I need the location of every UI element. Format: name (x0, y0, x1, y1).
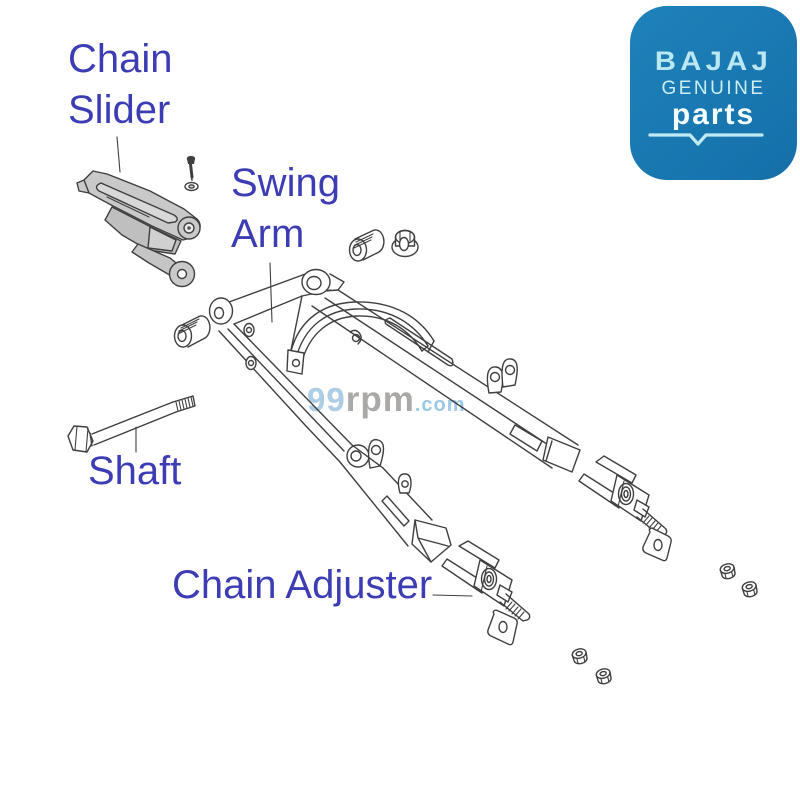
bajaj-logo-parts: parts (671, 98, 756, 131)
swing-arm-drawing (208, 268, 581, 563)
bajaj-logo-genuine: GENUINE (661, 78, 766, 99)
label-swing-arm-line2: Arm (231, 212, 305, 256)
label-chain-slider-line1: Chain (68, 37, 173, 81)
label-chain-slider-line2: Slider (68, 88, 171, 132)
label-chain-slider: Chain Slider (68, 34, 173, 136)
screw-and-washer-drawing (184, 155, 199, 192)
chain-adjuster-front-drawing (441, 540, 531, 646)
watermark-99rpm: 99rpm.com (307, 380, 466, 420)
label-chain-adjuster: Chain Adjuster (172, 563, 433, 607)
chain-slider-drawing (76, 170, 201, 288)
label-swing-arm-line1: Swing (231, 161, 340, 205)
shaft-bolt-drawing (67, 395, 196, 453)
watermark-mid: rpm (345, 380, 415, 419)
bajaj-logo-brand: BAJAJ (654, 46, 773, 76)
label-shaft: Shaft (88, 449, 182, 493)
chain-adjuster-rear-drawing (578, 455, 672, 562)
bajaj-logo: BAJAJ GENUINE parts (630, 6, 797, 180)
watermark-num: 99 (307, 381, 346, 418)
bajaj-logo-underline-arrow (648, 133, 764, 146)
label-swing-arm: Swing Arm (231, 158, 340, 260)
bushing-top-drawing (348, 229, 385, 262)
leader-lines (116, 136, 473, 597)
bushing-left-drawing (173, 315, 211, 348)
hex-nuts-drawing (571, 563, 758, 685)
flange-nut-drawing (391, 229, 419, 258)
watermark-tld: .com (414, 394, 466, 416)
